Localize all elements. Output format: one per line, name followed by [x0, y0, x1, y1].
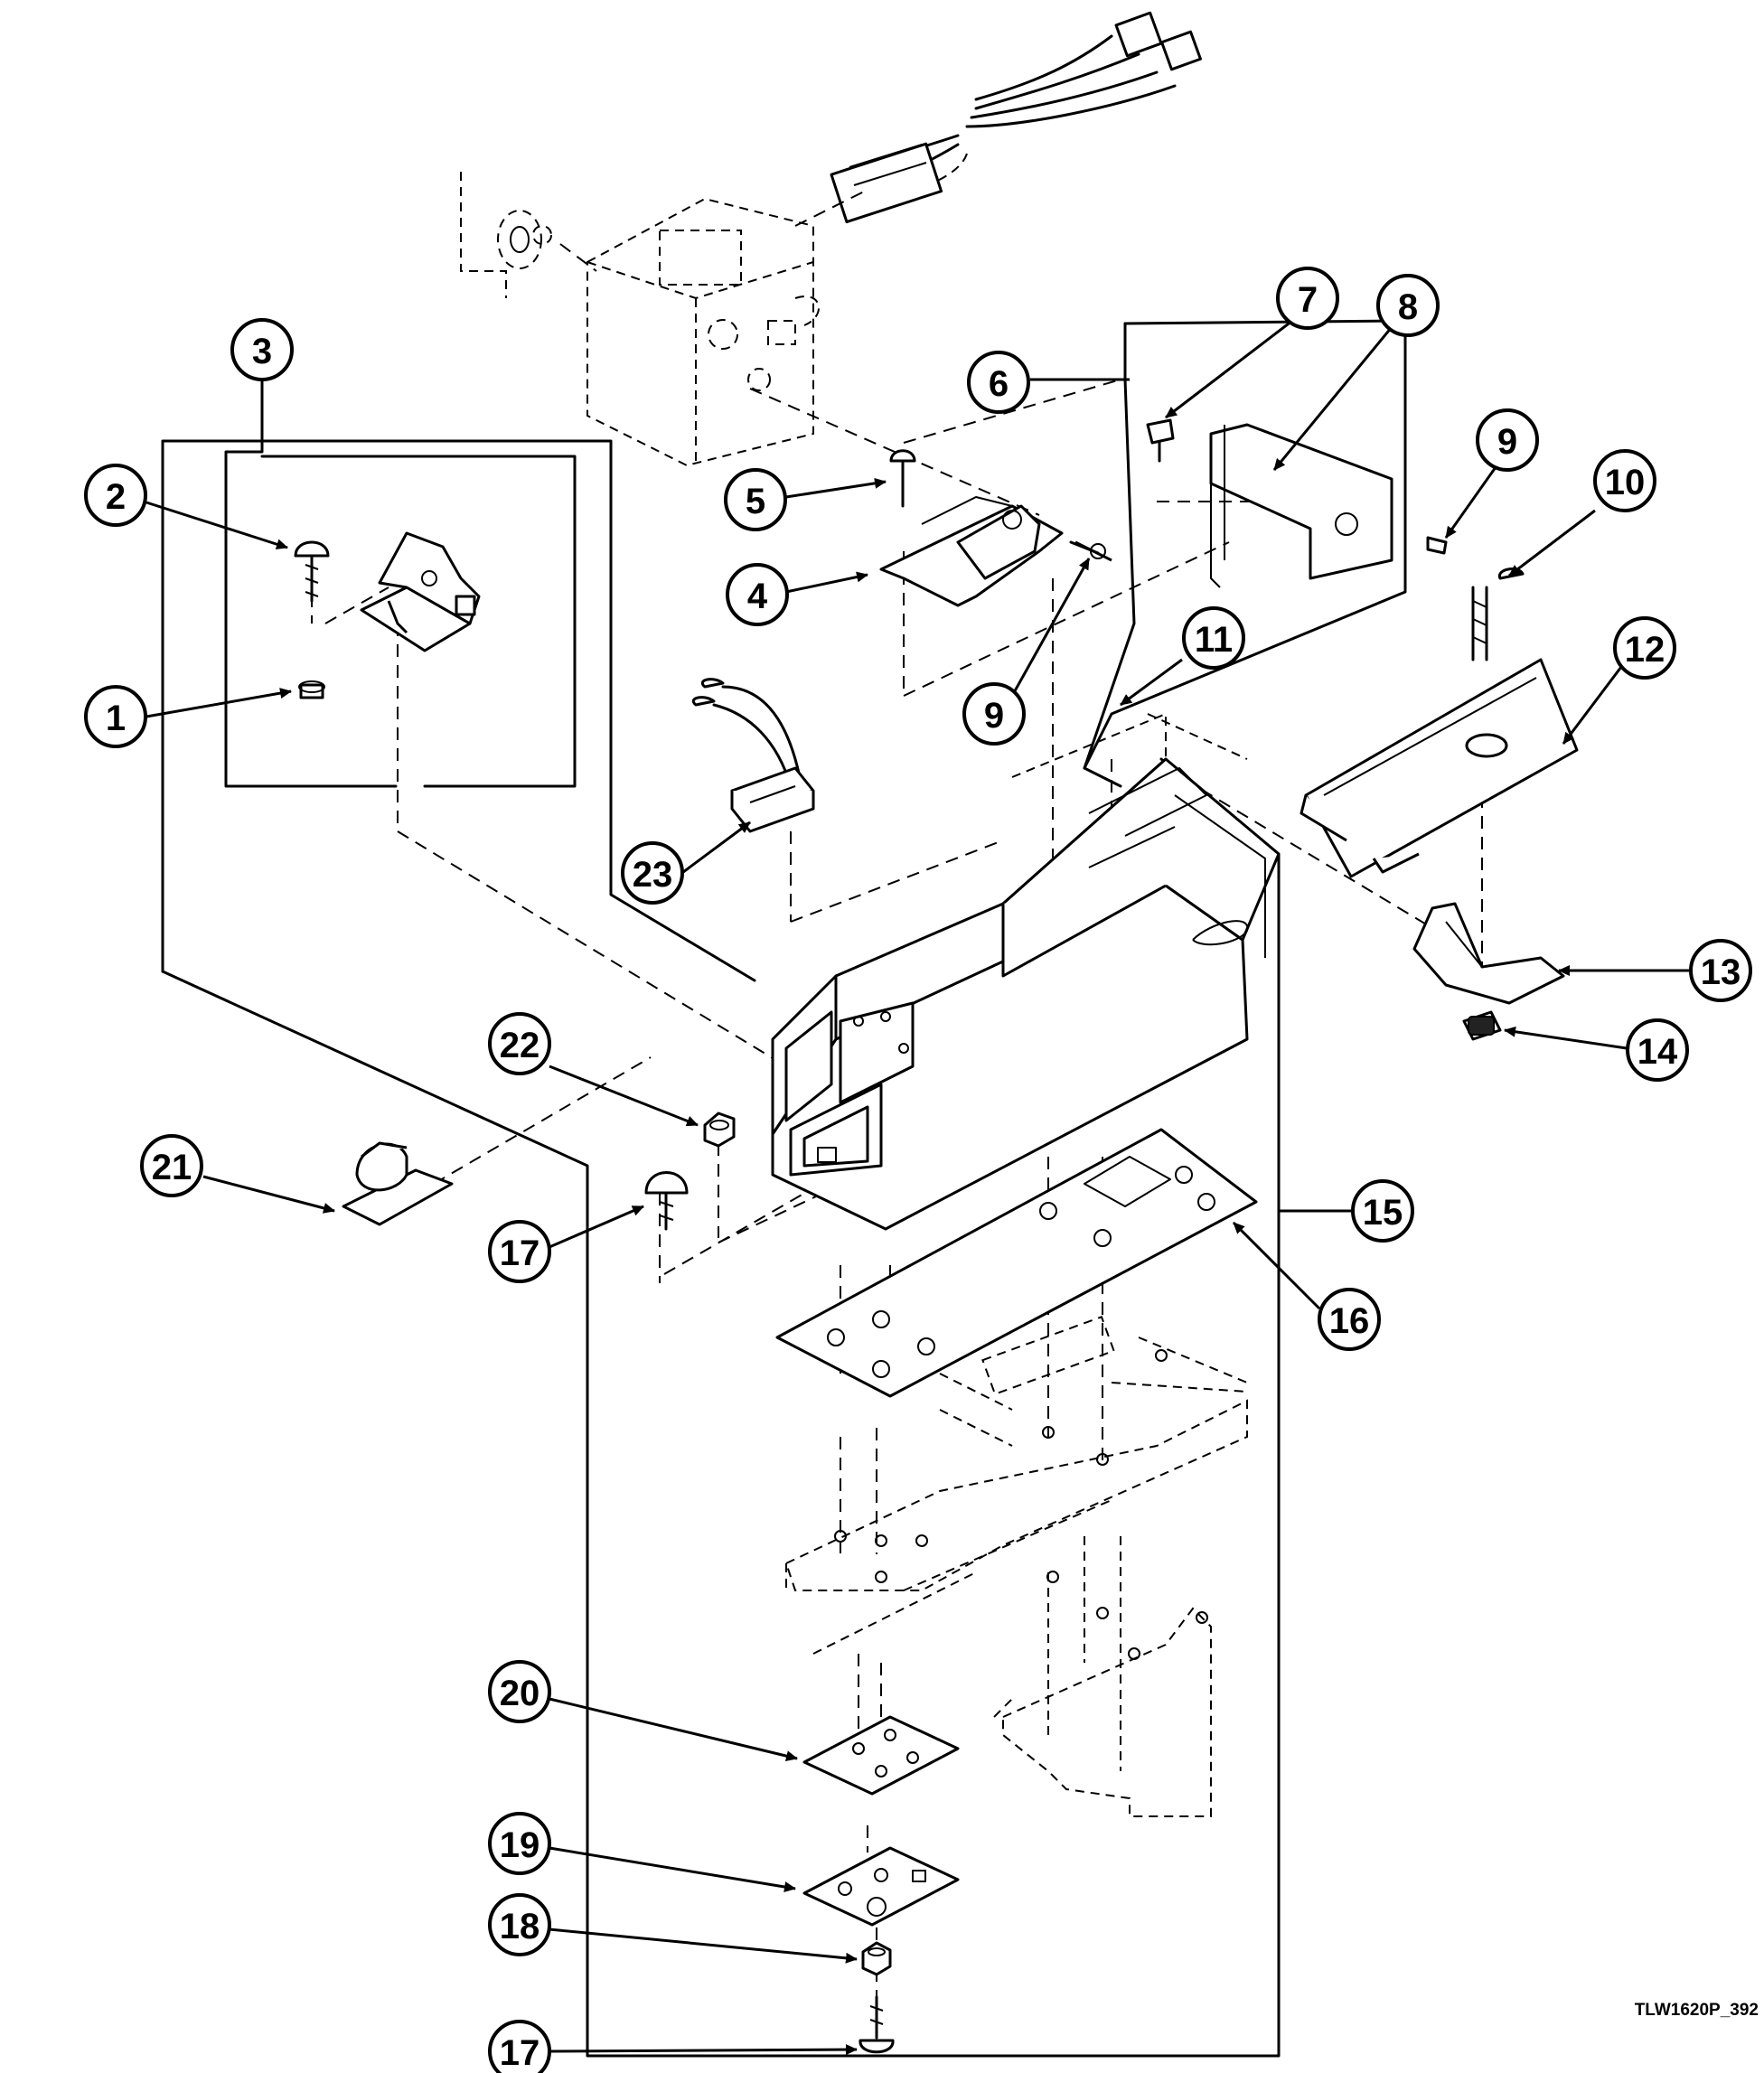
callout-2: 2 [84, 464, 147, 527]
callout-21: 21 [140, 1134, 203, 1197]
callout-17-upper: 17 [488, 1220, 551, 1283]
callout-14: 14 [1626, 1018, 1689, 1082]
svg-text:17: 17 [500, 2033, 540, 2073]
bracket-21 [342, 1141, 454, 1226]
callout-19: 19 [488, 1812, 551, 1875]
callout-9-center: 9 [962, 682, 1026, 746]
svg-text:5: 5 [746, 482, 765, 521]
callout-16: 16 [1318, 1288, 1381, 1351]
mounting-bracket-4 [879, 449, 1112, 607]
callout-17-lower: 17 [488, 2020, 551, 2073]
angle-bracket-8 [1146, 418, 1448, 588]
callout-6: 6 [967, 351, 1030, 414]
svg-text:6: 6 [989, 364, 1009, 404]
callout-leaders [145, 319, 1690, 2056]
svg-text:9: 9 [1497, 422, 1517, 462]
svg-text:23: 23 [633, 855, 673, 895]
callout-22: 22 [488, 1012, 551, 1075]
callout-4: 4 [726, 563, 789, 626]
callout-20: 20 [488, 1660, 551, 1723]
svg-text:16: 16 [1329, 1301, 1370, 1341]
figure-id-label: TLW1620P_392 [1634, 2001, 1759, 2020]
base-structure-ghost [784, 1315, 1248, 1817]
wiring-harness [830, 11, 1202, 224]
callout-11: 11 [1182, 606, 1245, 670]
wire-lead-23 [692, 678, 815, 868]
callout-1: 1 [84, 685, 147, 748]
callout-8: 8 [1376, 274, 1440, 337]
svg-text:9: 9 [984, 696, 1004, 736]
svg-text:19: 19 [500, 1825, 540, 1865]
svg-text:22: 22 [500, 1026, 540, 1065]
base-plate-16 [775, 1128, 1258, 1398]
callout-3: 3 [230, 318, 294, 381]
svg-text:17: 17 [500, 1233, 540, 1273]
callout-23: 23 [621, 841, 684, 905]
callout-15: 15 [1351, 1179, 1414, 1243]
svg-text:14: 14 [1637, 1032, 1678, 1072]
callout-18: 18 [488, 1893, 551, 1956]
callout-10: 10 [1593, 449, 1656, 512]
plate-20 [802, 1715, 960, 1796]
svg-text:4: 4 [747, 577, 768, 616]
svg-text:18: 18 [500, 1907, 540, 1946]
callout-5: 5 [724, 468, 787, 531]
callouts: 1 2 3 4 5 6 7 8 9 9 10 11 12 13 14 15 16… [84, 267, 1752, 2073]
cover-plate-12 [1300, 567, 1579, 878]
svg-text:10: 10 [1605, 463, 1646, 502]
svg-text:8: 8 [1398, 287, 1418, 327]
callout-13: 13 [1689, 939, 1752, 1002]
svg-text:2: 2 [106, 477, 126, 517]
bracket-assembly-3 [294, 531, 481, 699]
fasteners-22-17 [644, 1112, 736, 1231]
nut-18-bolt-17 [859, 1941, 895, 2054]
svg-text:3: 3 [252, 332, 272, 371]
svg-text:20: 20 [500, 1674, 540, 1713]
control-module-ghost [460, 172, 868, 467]
callout-9-right: 9 [1476, 408, 1539, 472]
svg-text:1: 1 [106, 699, 126, 738]
svg-text:15: 15 [1363, 1193, 1403, 1233]
console-housing [771, 712, 1281, 1231]
callout-7: 7 [1276, 267, 1339, 330]
clip-bracket-13 [1412, 902, 1565, 1041]
plate-19 [802, 1846, 960, 1927]
svg-text:21: 21 [152, 1148, 192, 1187]
svg-text:13: 13 [1701, 952, 1741, 992]
svg-text:11: 11 [1195, 620, 1233, 660]
callout-12: 12 [1613, 616, 1676, 680]
svg-text:12: 12 [1625, 630, 1665, 670]
svg-text:7: 7 [1298, 280, 1318, 320]
